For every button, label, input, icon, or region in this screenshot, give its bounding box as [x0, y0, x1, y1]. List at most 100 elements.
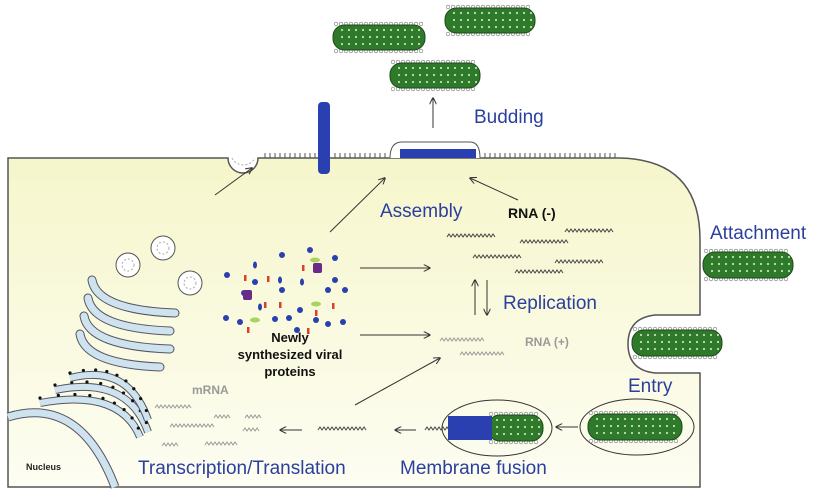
virus-dot [665, 431, 669, 435]
exocytosis-content [231, 157, 256, 166]
ribosome [81, 368, 85, 373]
virus-dot [494, 18, 498, 22]
virus-dot [766, 262, 770, 266]
virus-dot [418, 66, 422, 70]
virus-dot [695, 333, 699, 337]
virus-dot [653, 347, 657, 351]
virus-dot [665, 424, 669, 428]
virus-dot [752, 255, 756, 259]
virus-dot [651, 417, 655, 421]
rna-minus-strand [514, 269, 564, 274]
virus-dot [396, 28, 400, 32]
virus-dot [417, 42, 421, 46]
vesicle [177, 270, 203, 296]
virus-dot [702, 347, 706, 351]
virus-dot [646, 347, 650, 351]
nucleus-envelope [6, 409, 119, 489]
mrna-strand [169, 423, 215, 428]
protein-dot [332, 255, 338, 261]
virus-dot [630, 424, 634, 428]
virus-dot [752, 262, 756, 266]
ribosome [73, 392, 77, 397]
virus-dot [644, 417, 648, 421]
virus-dot [660, 340, 664, 344]
virus-dot [473, 25, 477, 29]
spike [632, 354, 638, 360]
ribosome [122, 407, 126, 412]
virus-dot [674, 333, 678, 337]
protein-dash [315, 310, 318, 316]
rough-er [69, 371, 151, 422]
virus-dot [459, 18, 463, 22]
virus-dot [658, 424, 662, 428]
virus-dot [404, 80, 408, 84]
virus-dot [745, 269, 749, 273]
mrna-strand [161, 442, 179, 447]
virus-dot [651, 431, 655, 435]
virus-dot [716, 340, 720, 344]
virus-dot [667, 340, 671, 344]
virus-dot [452, 25, 456, 29]
virus-envelope [444, 7, 536, 34]
spike [588, 410, 594, 416]
virus-dot [759, 255, 763, 259]
label-mrna: mRNA [192, 383, 229, 397]
virus-dot [347, 35, 351, 39]
virus-dot [501, 25, 505, 29]
virus-dot [738, 262, 742, 266]
spike [333, 21, 339, 27]
budding-nucleocapsid [400, 149, 476, 158]
virus-dot [411, 80, 415, 84]
arrow [214, 168, 252, 196]
virus-dot [375, 42, 379, 46]
virus-dot [710, 269, 714, 273]
virus-dot [523, 418, 527, 422]
virus-dot [644, 424, 648, 428]
virus-dot [595, 424, 599, 428]
label-rna-plus: RNA (+) [525, 335, 569, 349]
virus-dot [473, 11, 477, 15]
virus-dot [446, 80, 450, 84]
virus-dot [480, 11, 484, 15]
virus-dot [495, 418, 499, 422]
mrna-strand [213, 414, 231, 419]
protein-ellipse [310, 257, 320, 263]
virus-dot [667, 347, 671, 351]
virus-dot [446, 73, 450, 77]
virus-particle [587, 410, 683, 444]
virus-dot [466, 18, 470, 22]
virus-dot [717, 269, 721, 273]
virus-envelope [487, 414, 544, 442]
protein-dot [252, 279, 258, 285]
virus-dot [630, 431, 634, 435]
virus-dot [522, 11, 526, 15]
virus-dot [494, 25, 498, 29]
virus-dot [418, 80, 422, 84]
virus-dot [616, 431, 620, 435]
virus-dot [609, 424, 613, 428]
virus-dot [460, 66, 464, 70]
virus-dot [389, 42, 393, 46]
virus-dot [681, 340, 685, 344]
label-budding: Budding [474, 107, 544, 128]
protein-dot [294, 327, 300, 333]
virus-dot [637, 417, 641, 421]
virus-dot [710, 262, 714, 266]
virus-dot [509, 432, 513, 436]
virus-dot [731, 262, 735, 266]
virus-dot [474, 73, 478, 77]
vesicle [150, 235, 176, 261]
label-line: Newly [271, 330, 309, 345]
spike [390, 59, 396, 65]
protein-dot [340, 319, 346, 325]
virus-dot [602, 417, 606, 421]
virus-dot [396, 42, 400, 46]
virus-dot [702, 340, 706, 344]
virus-dot [340, 28, 344, 32]
virus-dot [602, 431, 606, 435]
virus-dot [432, 80, 436, 84]
virus-dot [651, 424, 655, 428]
virus-dot [375, 35, 379, 39]
virus-dot [354, 42, 358, 46]
ribosome [121, 391, 126, 395]
